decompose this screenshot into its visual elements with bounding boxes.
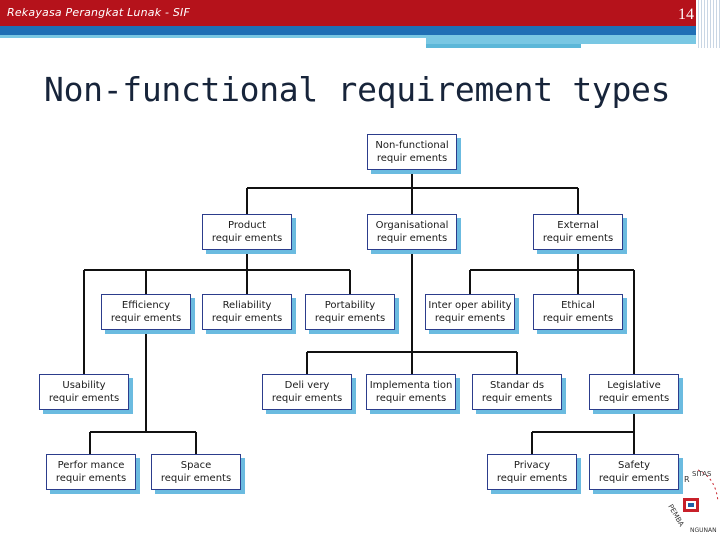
node-label: Safety bbox=[618, 460, 650, 471]
node-label: requir ements bbox=[598, 473, 670, 484]
header-thin-stripe bbox=[0, 35, 720, 38]
node-label: Non-functional bbox=[375, 140, 449, 151]
node-label: Efficiency bbox=[121, 300, 171, 311]
node-label: requir ements bbox=[110, 313, 182, 324]
node-label: Deli very bbox=[284, 380, 330, 391]
university-logo-seal: R SITAS PEMBA NGUNAN bbox=[666, 469, 719, 534]
node-label: Organisational bbox=[375, 220, 449, 231]
node-label: Portability bbox=[324, 300, 376, 311]
header-accent-stripe bbox=[0, 26, 720, 35]
node-label: requir ements bbox=[211, 313, 283, 324]
node-privacy-requirements: Privacy requir ements bbox=[487, 454, 577, 490]
node-label: requir ements bbox=[434, 313, 506, 324]
node-label: requir ements bbox=[481, 393, 553, 404]
node-label: requir ements bbox=[598, 393, 670, 404]
node-label: Space bbox=[180, 460, 212, 471]
header-decor-lines bbox=[696, 0, 720, 48]
node-label: Implementa tion bbox=[369, 380, 453, 391]
node-interoperability-requirements: Inter oper ability requir ements bbox=[425, 294, 515, 330]
node-label: requir ements bbox=[542, 233, 614, 244]
node-label: Ethical bbox=[561, 300, 595, 311]
node-usability-requirements: Usability requir ements bbox=[39, 374, 129, 410]
node-label: requir ements bbox=[211, 233, 283, 244]
node-label: requir ements bbox=[376, 233, 448, 244]
node-label: Standar ds bbox=[489, 380, 545, 391]
node-label: Inter oper ability bbox=[428, 300, 512, 311]
node-label: requir ements bbox=[160, 473, 232, 484]
page-number: 14 bbox=[678, 6, 694, 23]
node-delivery-requirements: Deli very requir ements bbox=[262, 374, 352, 410]
header-decor-bar-short bbox=[426, 44, 581, 48]
node-legislative-requirements: Legislative requir ements bbox=[589, 374, 679, 410]
node-label: External bbox=[557, 220, 599, 231]
node-label: requir ements bbox=[48, 393, 120, 404]
node-efficiency-requirements: Efficiency requir ements bbox=[101, 294, 191, 330]
node-label: requir ements bbox=[271, 393, 343, 404]
node-performance-requirements: Perfor mance requir ements bbox=[46, 454, 136, 490]
svg-text:PEMBA: PEMBA bbox=[666, 503, 685, 528]
node-external-requirements: External requir ements bbox=[533, 214, 623, 250]
node-standards-requirements: Standar ds requir ements bbox=[472, 374, 562, 410]
node-organisational-requirements: Organisational requir ements bbox=[367, 214, 457, 250]
node-label: Perfor mance bbox=[57, 460, 125, 471]
node-label: requir ements bbox=[55, 473, 127, 484]
node-implementation-requirements: Implementa tion requir ements bbox=[366, 374, 456, 410]
node-product-requirements: Product requir ements bbox=[202, 214, 292, 250]
svg-text:SITAS: SITAS bbox=[692, 470, 712, 478]
course-title: Rekayasa Perangkat Lunak - SIF bbox=[7, 6, 190, 19]
node-label: Product bbox=[228, 220, 266, 231]
node-non-functional-requirements: Non-functional requir ements bbox=[367, 134, 457, 170]
node-space-requirements: Space requir ements bbox=[151, 454, 241, 490]
header-decor-bar bbox=[426, 38, 696, 44]
node-label: Reliability bbox=[222, 300, 272, 311]
node-label: requir ements bbox=[496, 473, 568, 484]
node-label: requir ements bbox=[314, 313, 386, 324]
node-safety-requirements: Safety requir ements bbox=[589, 454, 679, 490]
node-label: requir ements bbox=[376, 153, 448, 164]
node-label: requir ements bbox=[375, 393, 447, 404]
node-ethical-requirements: Ethical requir ements bbox=[533, 294, 623, 330]
slide-title: Non-functional requirement types bbox=[44, 70, 671, 109]
node-label: Usability bbox=[62, 380, 106, 391]
node-label: requir ements bbox=[542, 313, 614, 324]
header-band bbox=[0, 0, 720, 26]
node-portability-requirements: Portability requir ements bbox=[305, 294, 395, 330]
node-label: Privacy bbox=[513, 460, 551, 471]
node-reliability-requirements: Reliability requir ements bbox=[202, 294, 292, 330]
node-label: Legislative bbox=[607, 380, 661, 391]
svg-text:R: R bbox=[684, 475, 690, 484]
svg-text:NGUNAN: NGUNAN bbox=[690, 527, 717, 534]
